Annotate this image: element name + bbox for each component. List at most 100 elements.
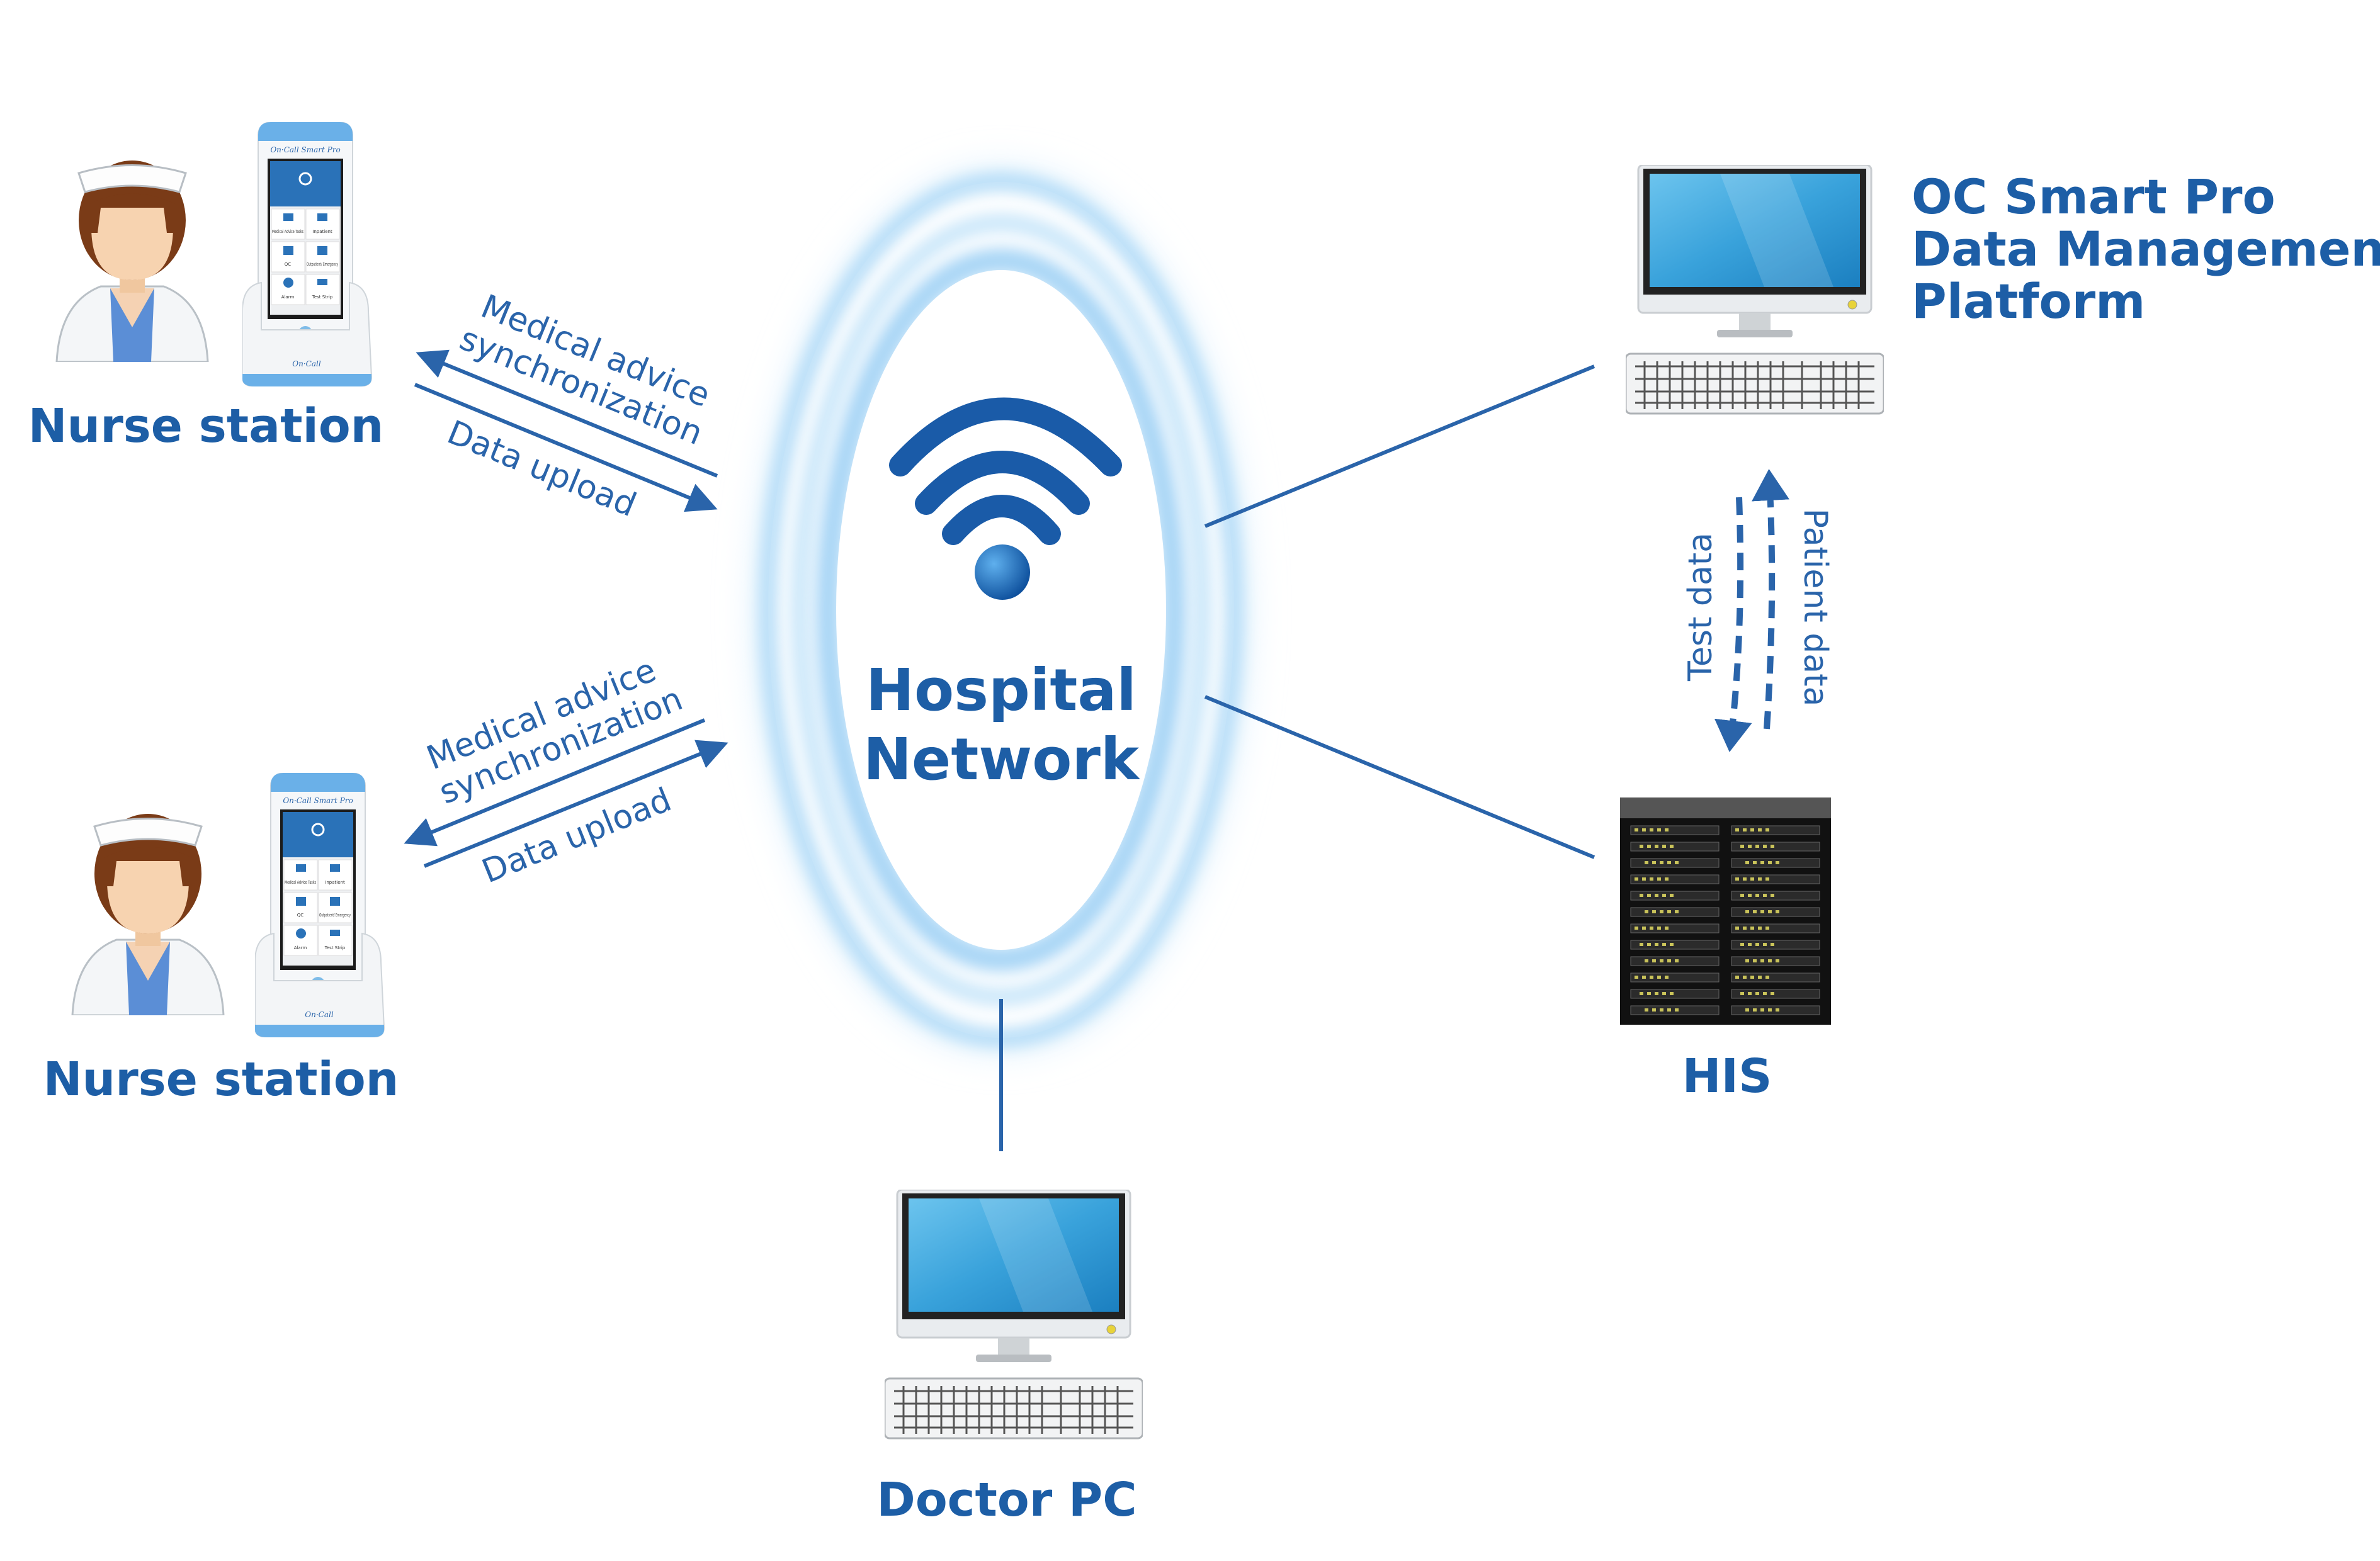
drive-led — [1657, 976, 1661, 979]
drive-led — [1667, 861, 1671, 864]
drive-led — [1655, 845, 1658, 848]
drive-led — [1647, 943, 1651, 946]
drive-led — [1645, 910, 1648, 913]
drive-led — [1760, 861, 1764, 864]
drive-led — [1642, 828, 1646, 831]
drive-led — [1740, 992, 1744, 995]
arrow-upload-to-network — [414, 383, 718, 512]
device-brand: On·Call Smart Pro — [270, 145, 340, 154]
drive-led — [1768, 910, 1772, 913]
platform-title-line3: Platform — [1912, 273, 2145, 329]
drive-led — [1635, 927, 1638, 930]
drive-led — [1776, 910, 1779, 913]
drive-led — [1743, 877, 1747, 881]
doctor-computer-icon — [885, 1190, 1143, 1440]
arrow-sync-to-nurse — [416, 349, 718, 478]
tile-label: QC — [285, 262, 292, 267]
drive-led — [1652, 861, 1656, 864]
drive-led — [1735, 877, 1739, 881]
drive-led — [1760, 910, 1764, 913]
tile-label: Alarm — [281, 295, 295, 300]
drive-led — [1768, 959, 1772, 962]
tile-label: Alarm — [294, 945, 307, 950]
drive-led — [1642, 877, 1646, 881]
drive-led — [1650, 877, 1653, 881]
tile-label: Inpatient — [325, 880, 345, 885]
link-his — [1204, 695, 1595, 859]
drive-bay — [1731, 874, 1820, 884]
his-server-icon — [1620, 797, 1831, 1025]
drive-led — [1748, 894, 1752, 897]
drive-bay — [1630, 989, 1720, 999]
arrow-upload-to-network — [423, 740, 728, 868]
drive-bay — [1630, 825, 1720, 835]
network-title-line1: Hospital — [866, 657, 1136, 724]
drive-led — [1763, 845, 1767, 848]
drive-led — [1665, 927, 1669, 930]
drive-led — [1670, 992, 1674, 995]
drive-bay — [1630, 940, 1720, 950]
drive-bay — [1731, 923, 1820, 933]
drive-led — [1771, 845, 1774, 848]
drive-led — [1647, 845, 1651, 848]
drive-led — [1758, 828, 1762, 831]
dock-brand: On·Call — [292, 359, 321, 368]
platform-title-line1: OC Smart Pro — [1912, 169, 2275, 225]
tile-label: Outpatient/ Emergency — [319, 913, 351, 918]
drive-led — [1662, 943, 1666, 946]
drive-led — [1660, 861, 1663, 864]
drive-led — [1667, 959, 1671, 962]
drive-bay — [1630, 972, 1720, 983]
network-title-line2: Network — [863, 726, 1140, 793]
drive-led — [1765, 976, 1769, 979]
drive-led — [1771, 943, 1774, 946]
handheld-device: On·Call Smart Pro Medical Advice Tasks I… — [255, 773, 385, 1037]
drive-led — [1765, 828, 1769, 831]
drive-led — [1735, 828, 1739, 831]
drive-led — [1753, 959, 1757, 962]
drive-led — [1640, 845, 1643, 848]
his-label: HIS — [1682, 1049, 1772, 1103]
drive-led — [1750, 877, 1754, 881]
drive-led — [1640, 894, 1643, 897]
drive-bay — [1731, 891, 1820, 901]
drive-led — [1755, 894, 1759, 897]
drive-led — [1776, 861, 1779, 864]
drive-led — [1745, 910, 1749, 913]
arrow-sync-to-nurse — [404, 718, 706, 847]
handheld-device: On·Call Smart Pro Medical Advice Tasks I… — [242, 122, 373, 386]
drive-led — [1755, 943, 1759, 946]
drive-led — [1748, 845, 1752, 848]
flow-label: Data upload — [477, 781, 676, 891]
drive-led — [1657, 927, 1661, 930]
drive-led — [1652, 1008, 1656, 1012]
drive-led — [1753, 910, 1757, 913]
drive-led — [1755, 992, 1759, 995]
drive-led — [1748, 943, 1752, 946]
link-platform — [1204, 364, 1595, 528]
drive-bay — [1731, 940, 1820, 950]
drive-led — [1665, 877, 1669, 881]
drive-led — [1750, 828, 1754, 831]
drive-bay — [1630, 923, 1720, 933]
nurse-station-label: Nurse station — [28, 399, 384, 453]
drive-led — [1675, 959, 1679, 962]
drive-led — [1735, 976, 1739, 979]
drive-led — [1765, 927, 1769, 930]
drive-led — [1645, 861, 1648, 864]
drive-led — [1670, 845, 1674, 848]
drive-bay — [1630, 874, 1720, 884]
doctor-pc-label: Doctor PC — [876, 1473, 1136, 1527]
wifi-icon — [889, 397, 1122, 600]
drive-bay — [1630, 842, 1720, 852]
drive-led — [1758, 976, 1762, 979]
drive-led — [1652, 959, 1656, 962]
drive-led — [1650, 828, 1653, 831]
drive-led — [1748, 992, 1752, 995]
drive-led — [1768, 1008, 1772, 1012]
drive-led — [1660, 1008, 1663, 1012]
tile-label: Test Strip — [312, 295, 333, 300]
drive-led — [1645, 959, 1648, 962]
drive-led — [1655, 992, 1658, 995]
drive-led — [1657, 877, 1661, 881]
